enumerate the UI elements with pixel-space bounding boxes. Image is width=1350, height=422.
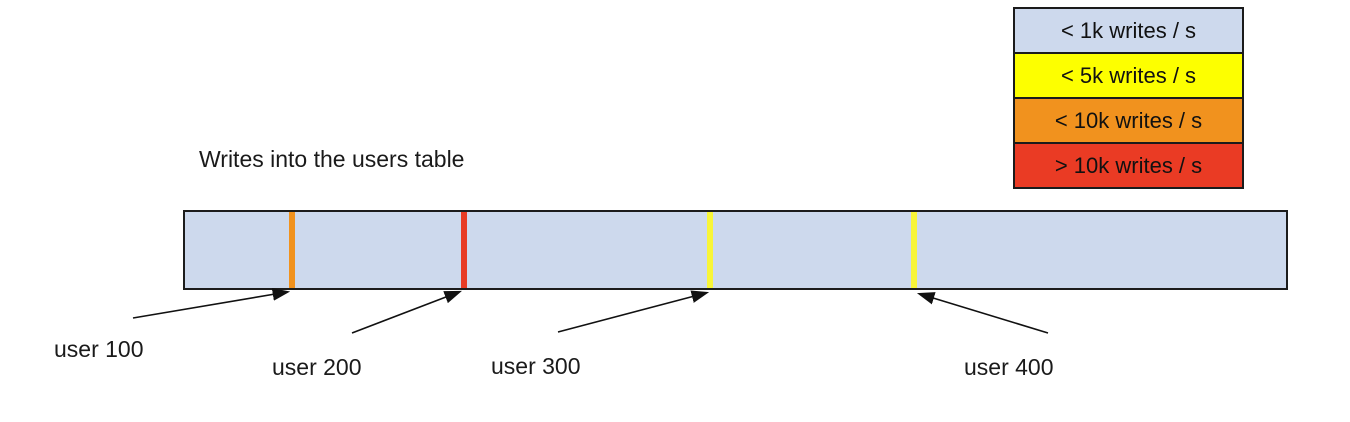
callout-label-user-400: user 400 (964, 354, 1054, 380)
legend-item-gt-10k: > 10k writes / s (1013, 142, 1244, 189)
legend-item-lt-1k: < 1k writes / s (1013, 7, 1244, 54)
callout-label-user-200: user 200 (272, 354, 362, 380)
write-rate-marker-user-200 (460, 212, 467, 288)
arrow-user-200 (351, 290, 462, 334)
legend-item-lt-5k: < 5k writes / s (1013, 52, 1244, 99)
write-rate-legend: < 1k writes / s < 5k writes / s < 10k wr… (1013, 7, 1244, 189)
callout-label-user-100: user 100 (54, 336, 144, 362)
arrow-user-300 (557, 290, 710, 333)
write-rate-marker-user-100 (288, 212, 295, 288)
arrow-user-400 (916, 292, 1049, 334)
arrow-user-100 (132, 288, 291, 319)
legend-item-lt-10k: < 10k writes / s (1013, 97, 1244, 144)
diagram-title: Writes into the users table (199, 146, 465, 172)
write-rate-marker-user-400 (910, 212, 917, 288)
write-rate-marker-user-300 (707, 212, 714, 288)
users-table-bar (183, 210, 1288, 290)
callout-label-user-300: user 300 (491, 353, 581, 379)
